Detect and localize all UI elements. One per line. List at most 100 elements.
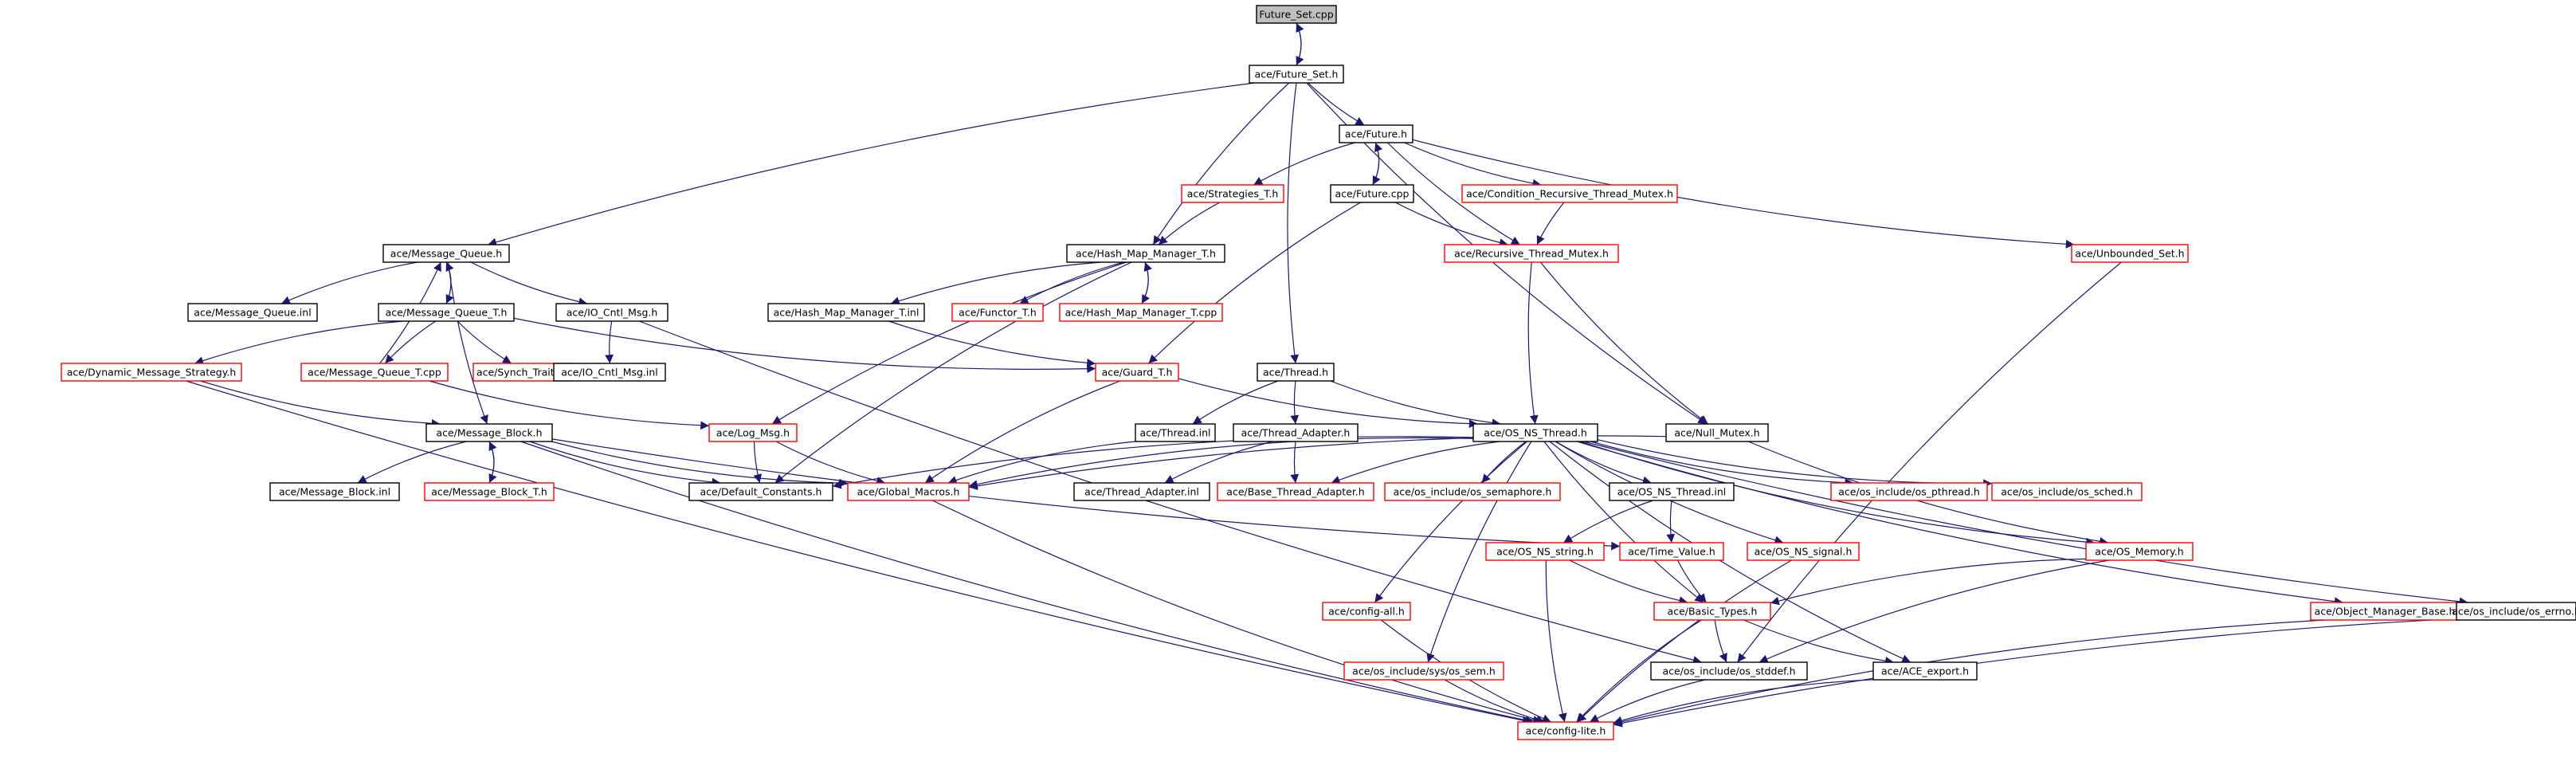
edge-line xyxy=(775,441,886,485)
edge-line xyxy=(1404,142,1542,188)
node-box xyxy=(187,303,318,322)
node-ace-condition-recursive-thread-mutex-h[interactable]: ace/Condition_Recursive_Thread_Mutex.h xyxy=(1461,184,1678,203)
node-ace-hash-map-manager-t-inl[interactable]: ace/Hash_Map_Manager_T.inl xyxy=(767,303,925,322)
edge-line xyxy=(771,261,1127,425)
edge-line xyxy=(947,441,1136,485)
edge-guard-t-h-to-global-macros-h xyxy=(924,380,1121,484)
edge-line xyxy=(1374,441,1527,603)
node-label: ace/OS_Memory.h xyxy=(2095,546,2183,558)
node-ace-dynamic-message-strategy-h[interactable]: ace/Dynamic_Message_Strategy.h xyxy=(61,363,242,382)
edge-line xyxy=(1743,619,1894,665)
node-ace-os-include-os-sched-h[interactable]: ace/os_include/os_sched.h xyxy=(1991,482,2143,501)
node-label: ace/Message_Queue.h xyxy=(390,248,502,260)
node-box xyxy=(1619,542,1724,561)
node-ace-strategies-t-h[interactable]: ace/Strategies_T.h xyxy=(1181,184,1284,203)
node-ace-message-queue-h[interactable]: ace/Message_Queue.h xyxy=(382,244,510,263)
node-ace-guard-t-h[interactable]: ace/Guard_T.h xyxy=(1095,363,1179,382)
node-ace-message-block-inl[interactable]: ace/Message_Block.inl xyxy=(269,482,400,501)
node-label: ace/config-lite.h xyxy=(1526,725,1606,737)
node-label: ace/Message_Queue_T.cpp xyxy=(308,367,441,379)
node-ace-default-constants-h[interactable]: ace/Default_Constants.h xyxy=(688,482,833,501)
node-ace-os-include-os-pthread-h[interactable]: ace/os_include/os_pthread.h xyxy=(1830,482,1988,501)
node-ace-functor-t-h[interactable]: ace/Functor_T.h xyxy=(951,303,1044,322)
node-ace-global-macros-h[interactable]: ace/Global_Macros.h xyxy=(847,482,970,501)
edge-os-ns-thread-h-to-base-thread-adapter-h xyxy=(1331,441,1500,485)
edge-future-h-to-cond-rec-mutex-h xyxy=(1404,142,1542,188)
node-ace-thread-h[interactable]: ace/Thread.h xyxy=(1257,363,1335,382)
edge-line xyxy=(1545,559,1567,723)
edge-line xyxy=(1019,261,1124,304)
node-ace-future-cpp[interactable]: ace/Future.cpp xyxy=(1330,184,1414,203)
edge-line xyxy=(1577,441,2343,606)
node-ace-message-block-t-h[interactable]: ace/Message_Block_T.h xyxy=(424,482,555,501)
node-ace-io-cntl-msg-h[interactable]: ace/IO_Cntl_Msg.h xyxy=(555,303,669,322)
node-label: ace/os_include/sys/os_sem.h xyxy=(1352,665,1496,677)
node-ace-object-manager-base-h[interactable]: ace/Object_Manager_Base.h xyxy=(2310,602,2460,621)
node-ace-basic-types-h[interactable]: ace/Basic_Types.h xyxy=(1653,602,1771,621)
node-ace-null-mutex-h[interactable]: ace/Null_Mutex.h xyxy=(1665,423,1769,442)
node-ace-message-queue-t-h[interactable]: ace/Message_Queue_T.h xyxy=(378,303,515,322)
node-ace-os-ns-string-h[interactable]: ace/OS_NS_string.h xyxy=(1485,542,1605,561)
node-box xyxy=(2085,542,2194,561)
node-ace-thread-adapter-inl[interactable]: ace/Thread_Adapter.inl xyxy=(1073,482,1210,501)
node-label: ace/Default_Constants.h xyxy=(700,486,822,498)
node-ace-thread-inl[interactable]: ace/Thread.inl xyxy=(1135,423,1216,442)
node-box xyxy=(1059,303,1223,322)
node-ace-message-queue-inl[interactable]: ace/Message_Queue.inl xyxy=(187,303,318,322)
edge-io-cntl-msg-h-to-io-cntl-msg-inl xyxy=(605,320,614,364)
node-label: ace/Hash_Map_Manager_T.cpp xyxy=(1065,307,1217,319)
node-box xyxy=(1485,542,1605,561)
edge-line xyxy=(551,438,1621,551)
node-label: ace/Message_Queue_T.h xyxy=(386,307,508,319)
node-ace-log-msg-h[interactable]: ace/Log_Msg.h xyxy=(708,423,798,442)
node-box xyxy=(688,482,833,501)
edge-line xyxy=(1253,142,1355,186)
node-ace-unbounded-set-h[interactable]: ace/Unbounded_Set.h xyxy=(2071,244,2189,263)
node-ace-hash-map-manager-t-cpp[interactable]: ace/Hash_Map_Manager_T.cpp xyxy=(1059,303,1223,322)
node-ace-time-value-h[interactable]: ace/Time_Value.h xyxy=(1619,542,1724,561)
node-ace-recursive-thread-mutex-h[interactable]: ace/Recursive_Thread_Mutex.h xyxy=(1444,244,1619,263)
edge-future-h-to-recursive-thread-mutex-h xyxy=(1386,142,1521,245)
node-ace-ace-export-h[interactable]: ace/ACE_export.h xyxy=(1872,661,1978,681)
node-label: ace/os_include/os_semaphore.h xyxy=(1394,486,1552,498)
node-label: ace/Thread_Adapter.inl xyxy=(1084,486,1199,498)
node-ace-os-include-os-semaphore-h[interactable]: ace/os_include/os_semaphore.h xyxy=(1384,482,1561,501)
node-label: ace/Message_Block.inl xyxy=(279,486,390,498)
node-ace-os-ns-thread-inl[interactable]: ace/OS_NS_Thread.inl xyxy=(1609,482,1735,501)
node-box xyxy=(1461,184,1678,203)
node-ace-config-lite-h[interactable]: ace/config-lite.h xyxy=(1517,721,1614,740)
edge-log-msg-h-to-global-macros-h xyxy=(775,441,886,485)
edge-line xyxy=(194,320,403,365)
edge-line xyxy=(1287,82,1300,364)
edge-os-ns-thread-h-to-os-sched-h xyxy=(1597,439,1993,489)
node-ace-os-include-sys-os-sem-h[interactable]: ace/os_include/sys/os_sem.h xyxy=(1343,661,1504,681)
node-ace-message-queue-t-cpp[interactable]: ace/Message_Queue_T.cpp xyxy=(300,363,449,382)
node-box xyxy=(1665,423,1769,442)
edge-line xyxy=(457,320,512,364)
edge-message-block-h-to-default-constants-h xyxy=(529,441,721,487)
edge-line xyxy=(1412,139,2075,249)
node-ace-os-ns-thread-h[interactable]: ace/OS_NS_Thread.h xyxy=(1472,423,1598,442)
node-ace-base-thread-adapter-h[interactable]: ace/Base_Thread_Adapter.h xyxy=(1217,482,1374,501)
edge-future-set-h-to-hash-map-manager-t-h xyxy=(1152,82,1290,245)
edge-line xyxy=(280,261,418,304)
edge-line xyxy=(1290,441,1300,484)
node-ace-os-ns-signal-h[interactable]: ace/OS_NS_signal.h xyxy=(1747,542,1860,561)
node-ace-thread-adapter-h[interactable]: ace/Thread_Adapter.h xyxy=(1233,423,1359,442)
node-ace-hash-map-manager-t-h[interactable]: ace/Hash_Map_Manager_T.h xyxy=(1066,244,1225,263)
node-ace-future-h[interactable]: ace/Future.h xyxy=(1339,124,1413,143)
node-label: ace/os_include/os_errno.h xyxy=(2452,606,2576,618)
node-ace-os-include-os-errno-h[interactable]: ace/os_include/os_errno.h xyxy=(2452,602,2576,621)
node-box xyxy=(1322,602,1411,621)
edge-line xyxy=(1714,619,1727,663)
node-ace-config-all-h[interactable]: ace/config-all.h xyxy=(1322,602,1411,621)
node-ace-io-cntl-msg-inl[interactable]: ace/IO_Cntl_Msg.inl xyxy=(553,363,666,382)
edge-hash-map-manager-t-h-to-log-msg-h xyxy=(771,261,1127,425)
node-ace-os-include-os-stddef-h[interactable]: ace/os_include/os_stddef.h xyxy=(1650,661,1808,681)
node-ace-future-set-h[interactable]: ace/Future_Set.h xyxy=(1249,65,1344,84)
edge-object-manager-base-h-to-config-lite-h xyxy=(1613,619,2325,726)
edge-message-block-h-to-message-block-inl xyxy=(357,441,467,484)
node-ace-message-block-h[interactable]: ace/Message_Block.h xyxy=(425,423,553,442)
node-ace-os-memory-h[interactable]: ace/OS_Memory.h xyxy=(2085,542,2194,561)
edge-future-h-to-strategies-t-h xyxy=(1253,142,1355,186)
